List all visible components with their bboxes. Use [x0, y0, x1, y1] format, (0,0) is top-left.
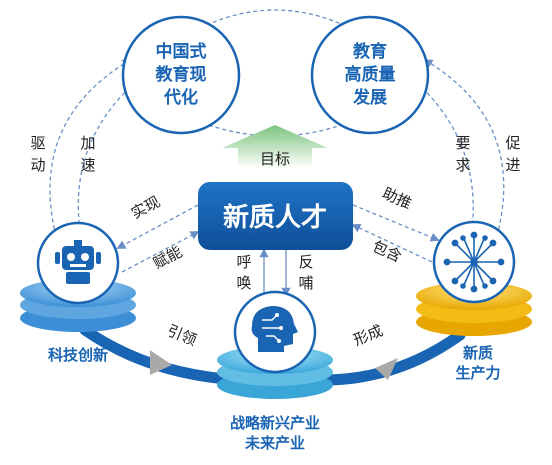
top-loop-lower — [198, 120, 351, 137]
feed-back-label-2: 哺 — [298, 274, 313, 292]
assist-label: 助推 — [380, 184, 415, 213]
include-label: 包含 — [370, 237, 405, 266]
industry-label-line-1: 战略新兴产业 — [230, 414, 320, 432]
call-label-2: 唤 — [236, 274, 251, 292]
require-label-2: 求 — [455, 156, 470, 174]
accelerate-label-2: 速 — [80, 156, 95, 174]
feed-back-label-1: 反 — [298, 253, 313, 271]
promote-label-1: 促 — [505, 134, 520, 152]
right-arc-inner — [411, 77, 478, 232]
target-label: 目标 — [260, 150, 290, 168]
quality-line-3: 发展 — [352, 87, 387, 108]
promote-label-2: 进 — [505, 156, 520, 174]
top-loop-upper — [199, 9, 352, 29]
lead-label: 引领 — [165, 321, 200, 349]
left-arc-outer — [49, 59, 132, 233]
target-up-arrow — [222, 125, 328, 168]
band-arrow-right — [375, 358, 398, 380]
core-to-tech-upper — [116, 204, 199, 249]
form-label: 形成 — [351, 321, 386, 349]
core-talent-title: 新质人才 — [223, 202, 327, 233]
core-talent-box — [198, 182, 353, 250]
left-arc-inner — [74, 77, 141, 232]
ai-head-icon — [251, 306, 298, 352]
empower-label: 赋能 — [150, 243, 185, 273]
tech-to-core-lower — [121, 231, 200, 273]
call-label-1: 呼 — [236, 253, 251, 271]
robot-icon — [55, 240, 101, 284]
drive-label-1: 驱 — [30, 134, 45, 152]
industry-label-line-2: 未来产业 — [244, 434, 305, 452]
modernization-line-3: 代化 — [163, 87, 198, 108]
realize-label: 实现 — [128, 193, 163, 223]
goal-circle-modernization — [121, 15, 241, 135]
prod-label-line-1: 新质 — [463, 344, 493, 362]
quality-line-1: 教育 — [352, 41, 387, 62]
modernization-line-1: 中国式 — [156, 41, 207, 62]
tech-label: 科技创新 — [48, 346, 108, 364]
network-burst-icon — [443, 231, 505, 293]
prod-label-line-2: 生产力 — [455, 364, 500, 382]
quality-line-2: 高质量 — [345, 64, 396, 85]
core-to-prod-upper — [352, 204, 440, 242]
drive-label-2: 动 — [30, 156, 45, 174]
prod-to-core-lower — [351, 223, 433, 263]
right-arc-outer — [423, 59, 505, 233]
accelerate-label-1: 加 — [80, 134, 95, 152]
goal-circle-quality — [310, 15, 430, 135]
band-arrow-left — [150, 350, 172, 375]
require-label-1: 要 — [455, 134, 470, 152]
modernization-line-2: 教育现 — [155, 64, 207, 85]
